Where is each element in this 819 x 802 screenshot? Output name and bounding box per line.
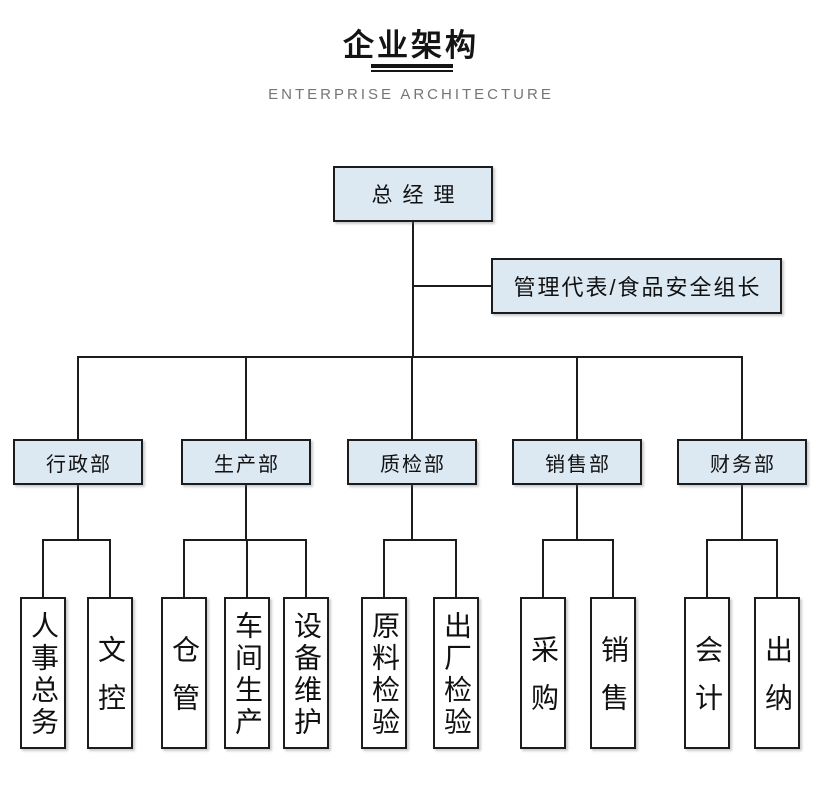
connector (576, 356, 578, 440)
sub-box-label: 出纳 (762, 635, 793, 731)
sub-box-label: 会计 (692, 635, 723, 731)
sub-box-equipment-maintenance: 设备维护 (283, 597, 329, 749)
connector (383, 539, 457, 541)
sub-box-cashier: 出纳 (754, 597, 800, 749)
connector (183, 539, 185, 598)
sub-box-raw-material-inspection: 原料检验 (361, 597, 407, 749)
sub-box-label: 采购 (528, 635, 559, 731)
page-title: 企业架构 (343, 28, 479, 63)
dept-box-label: 行政部 (46, 453, 112, 476)
sub-box-outgoing-inspection: 出厂检验 (433, 597, 479, 749)
connector (245, 484, 247, 540)
sub-box-label: 车间生产 (232, 611, 263, 739)
connector (741, 484, 743, 540)
sub-box-sales: 销售 (590, 597, 636, 749)
page-subtitle: ENTERPRISE ARCHITECTURE (268, 86, 554, 103)
connector (706, 539, 708, 598)
connector (411, 484, 413, 540)
sub-box-label: 原料检验 (369, 611, 400, 739)
dept-box-admin: 行政部 (13, 439, 143, 485)
connector (741, 356, 743, 440)
connector (776, 539, 778, 598)
dept-box-quality-inspection: 质检部 (347, 439, 477, 485)
sub-box-label: 人事总务 (28, 611, 59, 739)
sub-box-label: 仓管 (169, 635, 200, 731)
connector (542, 539, 544, 598)
connector (77, 356, 743, 358)
sub-box-workshop-production: 车间生产 (224, 597, 270, 749)
sub-box-label: 设备维护 (291, 611, 322, 739)
sub-box-warehouse: 仓管 (161, 597, 207, 749)
connector (413, 285, 491, 287)
connector (245, 356, 247, 440)
connector (77, 484, 79, 540)
connector (183, 539, 307, 541)
connector (455, 539, 457, 598)
dept-box-sales: 销售部 (512, 439, 642, 485)
connector (412, 222, 414, 357)
root-box-general-manager: 总经理 (333, 166, 493, 222)
sub-box-label: 文控 (95, 635, 126, 731)
connector (706, 539, 778, 541)
dept-box-finance: 财务部 (677, 439, 807, 485)
sub-box-purchasing: 采购 (520, 597, 566, 749)
dept-box-label: 销售部 (545, 453, 611, 476)
dept-box-label: 生产部 (214, 453, 280, 476)
connector (305, 539, 307, 598)
staff-box-label: 管理代表/食品安全组长 (513, 275, 762, 300)
dept-box-label: 质检部 (380, 453, 446, 476)
connector (77, 356, 79, 440)
connector (411, 356, 413, 440)
connector (542, 539, 614, 541)
staff-box-management-representative: 管理代表/食品安全组长 (491, 258, 782, 314)
root-box-label: 总经理 (371, 184, 465, 207)
dept-box-production: 生产部 (181, 439, 311, 485)
sub-box-label: 出厂检验 (441, 611, 472, 739)
connector (612, 539, 614, 598)
sub-box-label: 销售 (598, 635, 629, 731)
connector (383, 539, 385, 598)
dept-box-label: 财务部 (710, 453, 776, 476)
title-underline (371, 64, 453, 72)
connector (109, 539, 111, 598)
connector (42, 539, 111, 541)
connector (576, 484, 578, 540)
sub-box-accounting: 会计 (684, 597, 730, 749)
sub-box-hr-general-affairs: 人事总务 (20, 597, 66, 749)
connector (42, 539, 44, 598)
connector (246, 539, 248, 598)
sub-box-document-control: 文控 (87, 597, 133, 749)
